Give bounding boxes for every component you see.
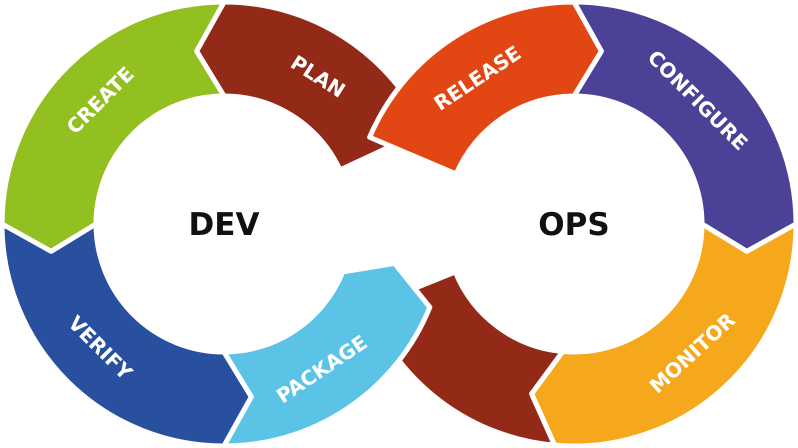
segment-release bbox=[367, 0, 604, 177]
segment-package bbox=[221, 260, 433, 448]
segment-verify bbox=[0, 221, 254, 448]
segment-monitor bbox=[529, 221, 798, 448]
ops-label: OPS bbox=[538, 207, 609, 243]
segment-configure bbox=[571, 0, 798, 254]
dev-label: DEV bbox=[189, 207, 260, 243]
segment-create bbox=[0, 0, 227, 254]
